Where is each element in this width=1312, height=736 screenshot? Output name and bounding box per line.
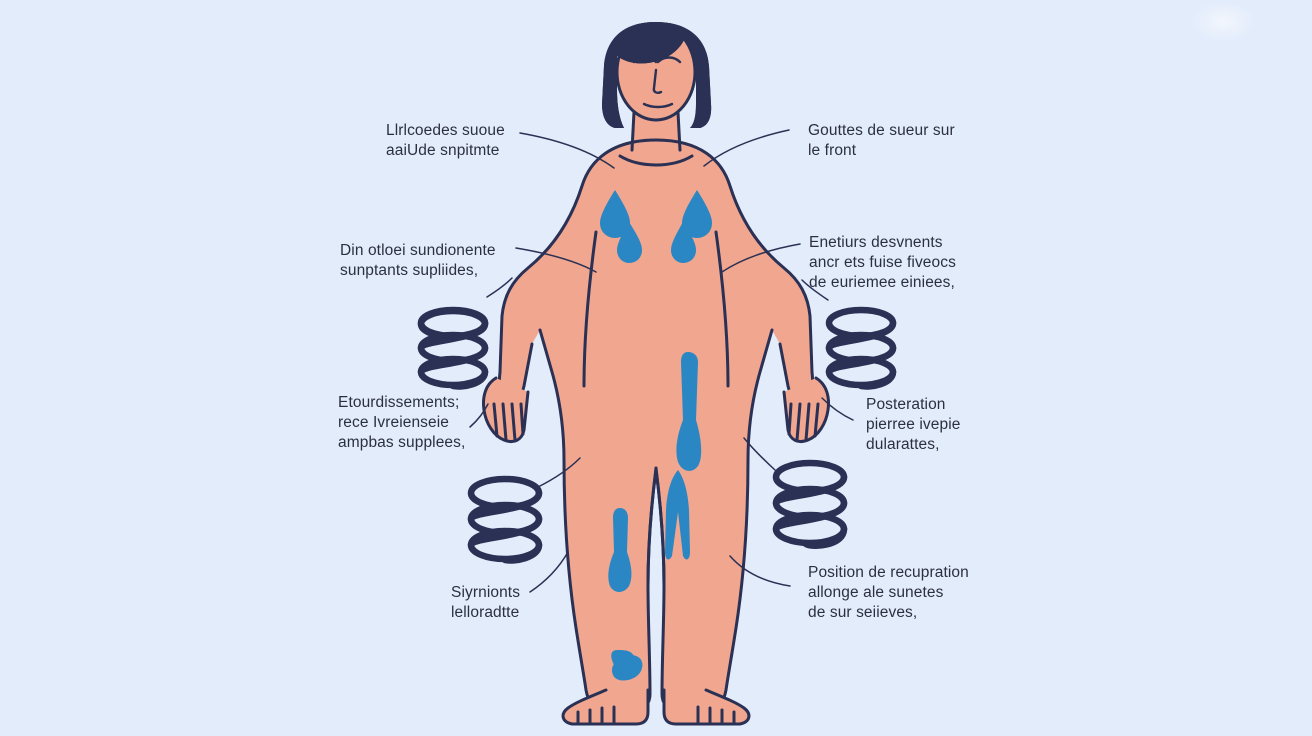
annotation-label-top-right: Gouttes de sueur sur le front [808,122,955,159]
leader-lower-left [469,403,489,428]
leader-mid-left-coil [486,277,513,298]
left-foot [561,688,650,726]
leader-bottom-left-coil [537,457,581,488]
leader-mid-left [515,247,597,273]
right-foot [662,688,751,726]
figure-body [482,22,830,726]
coil-lower-left [467,475,543,564]
leader-lower-right [821,397,854,421]
annotation-label-lower-left: Etourdissements; rece Ivreienseie ampbas… [338,394,466,451]
annotation-label-lower-right: Posteration pierree ivepie dularattes, [866,396,961,453]
coil-upper-right [825,306,897,390]
left-hand [482,376,530,444]
annotation-label-bottom-left: Siyrnionts lelloradtte [451,584,521,621]
leader-mid-right [721,243,801,273]
leader-mid-right-coil [801,279,829,301]
annotation-label-top-left: Llrlcoedes suoue aaiUde snpitmte [386,122,505,159]
annotation-label-bottom-right: Position de recupration allonge ale sune… [808,564,969,621]
annotation-label-mid-right: Enetiurs desvnents ancr ets fuise fiveoc… [809,234,956,291]
leg-vein-marks [608,352,702,681]
leader-top-right [703,129,790,167]
right-hand [782,376,830,444]
leader-bottom-right [729,555,791,587]
leader-top-left [519,132,615,169]
coil-lower-right [772,459,848,549]
leader-lower-right-coil [743,437,776,471]
leader-lines [469,129,854,593]
coil-upper-left [417,306,489,390]
leader-bottom-left [529,551,569,593]
annotation-label-mid-left: Din otloei sundionente sunptants supliid… [340,242,496,279]
sweat-drops [600,190,712,263]
